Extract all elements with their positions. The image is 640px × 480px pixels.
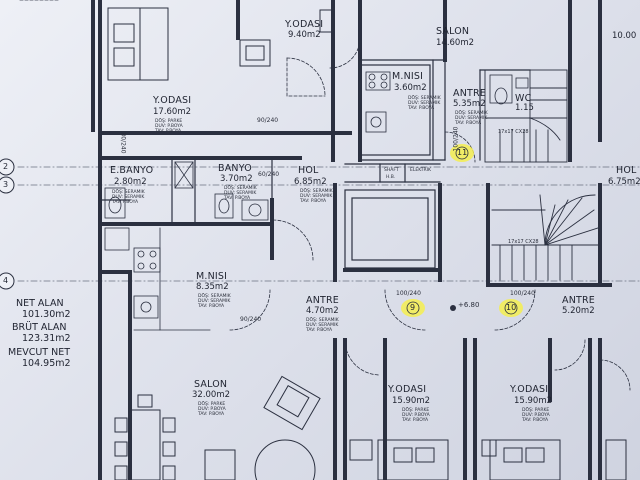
finish-note-ebanyo: DÖŞ: SERAMIK DUV: SERAMIK TAV: P.BOYA (112, 190, 145, 206)
room-area-banyo: 3.70m2 (220, 174, 253, 184)
gross-area-value: 123.31m2 (22, 333, 71, 344)
stair-top (484, 69, 568, 163)
axis-label-2: 2 (3, 162, 9, 171)
door-label-ebanyo: 80/240 (119, 132, 127, 154)
door-label-9: 100/240 (396, 290, 421, 297)
wall-outline (91, 0, 612, 480)
room-name-antre-top: ANTRE (453, 88, 487, 99)
room-area-right-top: 10.00 (612, 31, 637, 41)
room-name-hol-right: HOL (616, 165, 637, 176)
marker-11: 11 (457, 148, 468, 157)
room-area-antre-right: 5.20m2 (562, 306, 595, 316)
marker-highlights (401, 144, 523, 317)
room-name-hol: HOL (298, 165, 319, 176)
finish-note-yodasi-b1: DÖŞ: PARKE DUV: P.BOYA TAV: P.BOYA (402, 408, 430, 424)
room-area-hol: 6.85m2 (294, 177, 327, 187)
bath-fixtures (104, 161, 269, 251)
bed-left (107, 7, 335, 81)
electric-label: ELEKTRIK (410, 168, 431, 173)
room-name-antre-right: ANTRE (562, 295, 596, 306)
room-name-yodasi-b1: Y.ODASI (388, 384, 427, 395)
finish-note-banyo: DÖŞ: SERAMIK DUV: SERAMIK TAV: P.BOYA (224, 186, 257, 202)
room-area-mnisi-top: 3.60m2 (394, 83, 427, 93)
existing-net-label: MEVCUT NET (8, 347, 71, 358)
room-name-salon-big: SALON (194, 379, 228, 390)
grid-axes (17, 166, 640, 282)
stair-label-mid: 17x17 CX28 (508, 239, 539, 245)
door-label-10: 100/240 (510, 290, 535, 297)
elevation-label: +6.80 (458, 301, 480, 309)
room-area-antre-top: 5.35m2 (453, 99, 486, 109)
room-name-wc: WC (515, 93, 532, 104)
room-area-wc: 1.15 (515, 103, 534, 113)
dining-table (114, 375, 321, 480)
finish-note-hol: DÖŞ: SERAMIK DUV: SERAMIK TAV: P.BOYA (300, 189, 333, 205)
room-name-antre-mid: ANTRE (306, 295, 340, 306)
room-area-antre-mid: 4.70m2 (306, 306, 339, 316)
room-area-ebanyo: 2.80m2 (114, 177, 147, 187)
room-area-hol-right: 6.75m2 (608, 177, 640, 187)
room-area-yodasi-b2: 15.90m2 (514, 396, 553, 406)
room-area-salon-big: 32.00m2 (192, 390, 231, 400)
room-area-salon-top: 14.60m2 (436, 38, 475, 48)
room-area-yodasi-b1: 15.90m2 (392, 396, 431, 406)
net-area-label: NET ALAN (16, 298, 64, 309)
stair-label-top: 17x17 CX28 (498, 129, 529, 135)
marker-9: 9 (410, 303, 416, 312)
hb-label: H.B. (386, 175, 396, 180)
stair-mid (491, 194, 601, 281)
kitchen-top-fixtures (365, 71, 529, 133)
room-name-yodasi-left: Y.ODASI (153, 95, 192, 106)
room-name-mnisi-top: M.NISI (392, 71, 424, 82)
finish-note-mnisi-top: DÖŞ: SERAMIK DUV: SERAMIK TAV: P.BOYA (408, 96, 441, 112)
room-name-banyo: BANYO (218, 163, 252, 174)
finish-note-mnisi-mid: DÖŞ: SERAMIK DUV: SERAMIK TAV: P.BOYA (198, 294, 231, 310)
axis-bubbles (0, 158, 15, 290)
axis-label-3: 3 (3, 180, 9, 189)
door-swings (19, 0, 631, 391)
door-label-mnisi: 90/240 (240, 316, 262, 323)
existing-net-value: 104.95m2 (22, 358, 71, 369)
finish-note-salon-big: DÖŞ: PARKE DUV: P.BOYA TAV: P.BOYA (198, 402, 226, 418)
marker-10: 10 (506, 303, 517, 312)
room-area-yodasi-left: 17.60m2 (153, 107, 192, 117)
door-label-banyo: 60/240 (258, 171, 280, 178)
room-area-yodasi-top: 9.40m2 (288, 30, 321, 40)
room-name-mnisi-mid: M.NISI (196, 271, 228, 282)
gross-area-label: BRÜT ALAN (12, 322, 67, 333)
room-name-salon-top: SALON (436, 26, 470, 37)
finish-note-yodasi-left: DÖŞ: PARKE DUV: P.BOYA TAV: P.BOYA (155, 119, 183, 135)
room-area-mnisi-mid: 8.35m2 (196, 282, 229, 292)
door-label-yodasi-left: 90/240 (257, 117, 279, 124)
room-name-ebanyo: E.BANYO (110, 165, 154, 176)
beds-bottom (349, 439, 627, 480)
axis-label-4: 4 (3, 276, 9, 285)
room-name-yodasi-top: Y.ODASI (285, 19, 324, 30)
shaft-label: SHAFT (384, 168, 399, 173)
finish-note-antre-top: DÖŞ: SERAMIK DUV: SERAMIK TAV: P.BOYA (455, 111, 488, 127)
room-name-yodasi-b2: Y.ODASI (510, 384, 549, 395)
finish-note-yodasi-b2: DÖŞ: PARKE DUV: P.BOYA TAV: P.BOYA (522, 408, 550, 424)
net-area-value: 101.30m2 (22, 309, 71, 320)
finish-note-antre-mid: DÖŞ: SERAMIK DUV: SERAMIK TAV: P.BOYA (306, 318, 339, 334)
kitchen-mid-fixtures (133, 227, 211, 331)
